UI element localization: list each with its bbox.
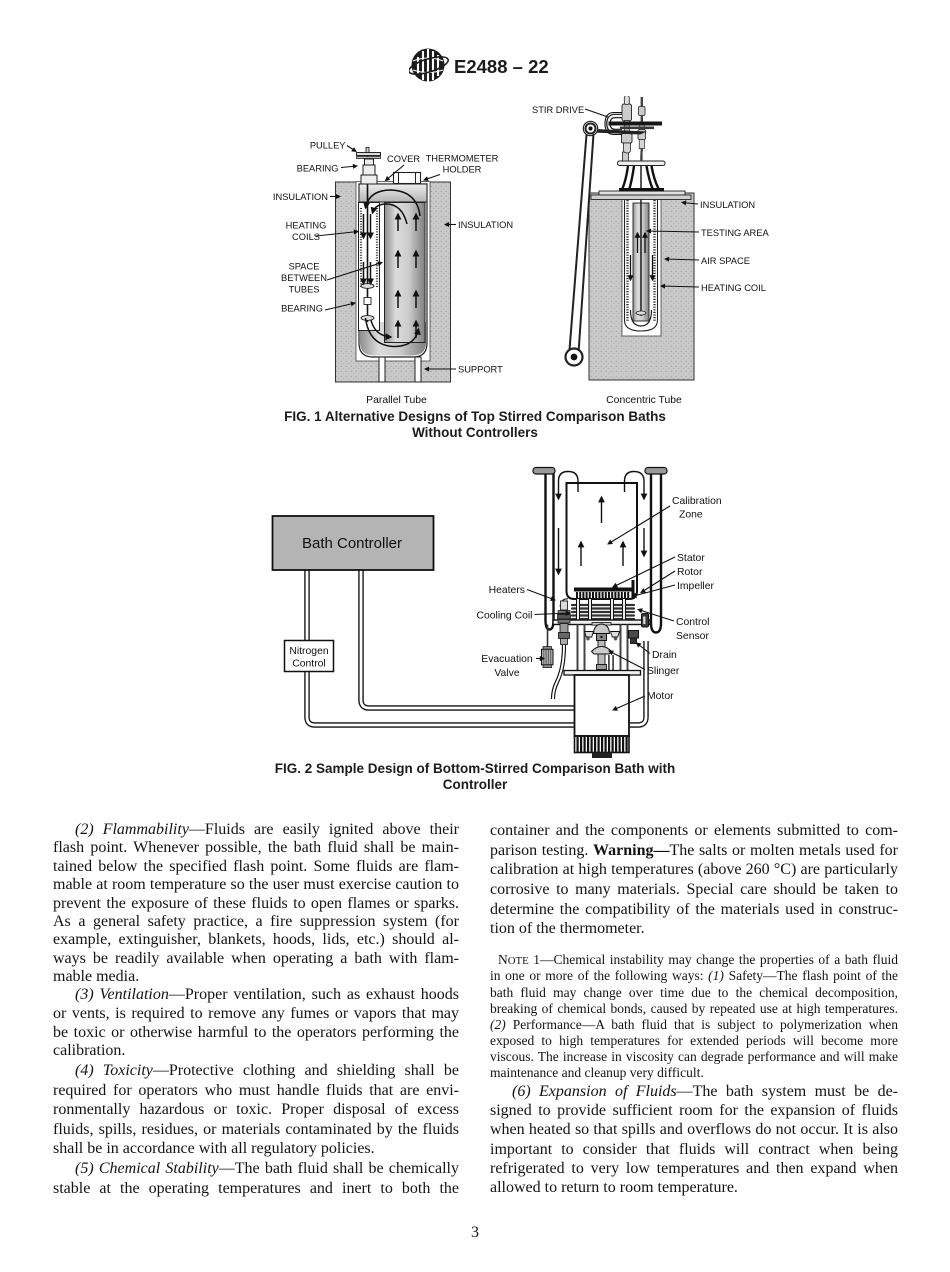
svg-text:HOLDER: HOLDER [443, 165, 482, 175]
svg-text:TESTING AREA: TESTING AREA [701, 228, 769, 238]
svg-text:Valve: Valve [494, 668, 519, 679]
svg-text:Parallel Tube: Parallel Tube [366, 395, 427, 406]
svg-text:INSULATION: INSULATION [700, 200, 755, 210]
svg-text:Impeller: Impeller [677, 581, 714, 592]
svg-text:HEATING COIL: HEATING COIL [701, 283, 766, 293]
svg-text:Rotor: Rotor [677, 567, 703, 578]
svg-text:BEARING: BEARING [281, 304, 323, 314]
svg-text:STIR DRIVE: STIR DRIVE [532, 105, 584, 115]
svg-text:COILS: COILS [292, 232, 320, 242]
svg-text:Control: Control [676, 617, 710, 628]
svg-text:SPACE: SPACE [289, 262, 320, 272]
svg-text:TUBES: TUBES [289, 285, 320, 295]
svg-text:INSULATION: INSULATION [273, 192, 328, 202]
svg-text:Control: Control [292, 659, 326, 670]
svg-text:Heaters: Heaters [489, 585, 525, 596]
svg-text:AIR SPACE: AIR SPACE [701, 256, 750, 266]
svg-text:Calibration: Calibration [672, 496, 722, 507]
svg-text:Nitrogen: Nitrogen [289, 646, 328, 657]
svg-text:INSULATION: INSULATION [458, 220, 513, 230]
svg-text:Slinger: Slinger [647, 666, 680, 677]
svg-text:Bath Controller: Bath Controller [302, 535, 402, 552]
svg-text:Cooling Coil: Cooling Coil [476, 611, 532, 622]
svg-text:Stator: Stator [677, 553, 705, 564]
svg-text:Zone: Zone [679, 510, 703, 521]
svg-text:Drain: Drain [652, 650, 677, 661]
svg-text:BETWEEN: BETWEEN [281, 273, 327, 283]
svg-text:HEATING: HEATING [286, 221, 327, 231]
svg-text:COVER: COVER [387, 154, 420, 164]
svg-text:Motor: Motor [647, 691, 674, 702]
svg-text:BEARING: BEARING [297, 164, 339, 174]
svg-text:PULLEY: PULLEY [310, 141, 346, 151]
svg-text:Concentric Tube: Concentric Tube [606, 395, 682, 406]
svg-text:Evacuation: Evacuation [481, 654, 533, 665]
svg-text:SUPPORT: SUPPORT [458, 365, 503, 375]
svg-text:THERMOMETER: THERMOMETER [426, 154, 499, 164]
svg-text:Sensor: Sensor [676, 631, 709, 642]
